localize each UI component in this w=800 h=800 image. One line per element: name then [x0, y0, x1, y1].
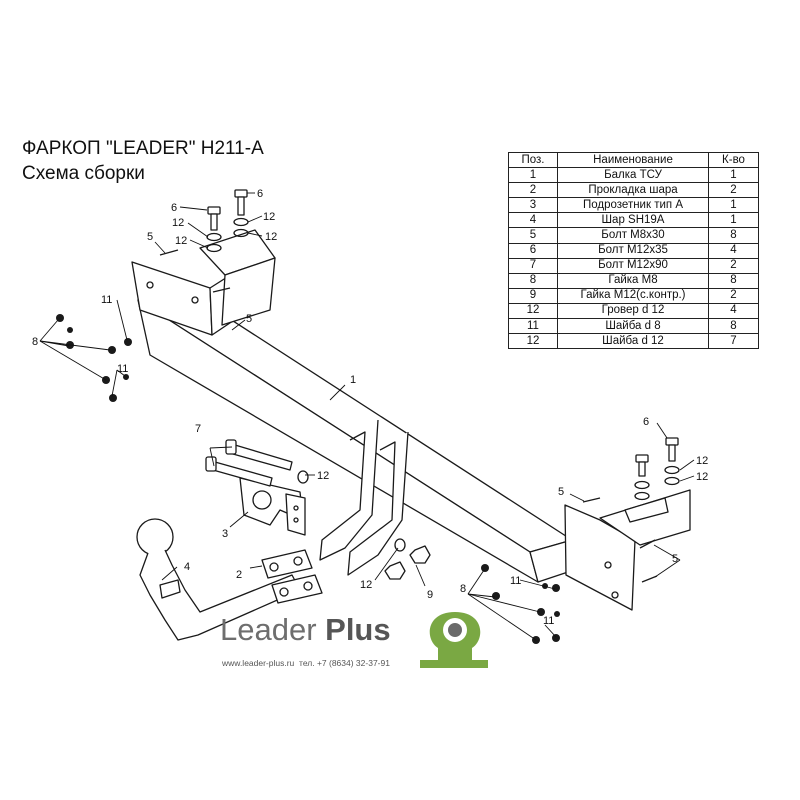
- socket-bracket-part: [239, 477, 306, 536]
- left-nut-group: [56, 314, 132, 402]
- label-washer-d12-a: 12: [172, 217, 184, 229]
- label-bolt-m12x35-b: 6: [257, 188, 263, 200]
- row-quantity: 7: [708, 333, 759, 350]
- label-nut-m8-right: 8: [460, 583, 466, 595]
- brand-logo-icon: [420, 612, 488, 668]
- label-bolt-m12x35-a: 6: [171, 202, 177, 214]
- row-name: Болт M12x90: [557, 257, 709, 274]
- brand-name-part1: Leader: [220, 612, 326, 647]
- label-ball: 4: [184, 561, 190, 573]
- label-beam: 1: [350, 374, 356, 386]
- row-name: Подрозетник тип A: [557, 197, 709, 214]
- brand-phone: тел. +7 (8634) 32-37-91: [299, 658, 390, 668]
- label-bolt-m8-a: 5: [147, 231, 153, 243]
- label-washer-d12-g: 12: [696, 455, 708, 467]
- label-bolt-m12x90: 7: [195, 423, 201, 435]
- label-socket-bracket: 3: [222, 528, 228, 540]
- label-bolt-m8-b: 5: [246, 313, 252, 325]
- row-name: Гайка M8: [557, 272, 709, 289]
- m12-nuts-part: [297, 470, 431, 580]
- label-washer-d8-c: 11: [510, 575, 521, 587]
- label-nut-m8-left: 8: [32, 336, 38, 348]
- label-washer-d12-d: 12: [265, 231, 277, 243]
- callout-labels: 1 2 3 4 5 5 5 5 6 6 6 7 8 8 9 11 11 11 1…: [32, 188, 708, 627]
- label-spacer: 2: [236, 569, 242, 581]
- right-fasteners-part: [634, 437, 680, 501]
- m8-bolts-part: [159, 249, 658, 583]
- brand-name: Leader Plus: [220, 612, 391, 648]
- label-washer-d12-b: 12: [175, 235, 187, 247]
- document-subtitle: Схема сборки: [22, 163, 145, 184]
- long-bolts-part: [205, 439, 293, 487]
- label-washer-d12-c: 12: [263, 211, 275, 223]
- label-bolt-m8-c: 5: [558, 486, 564, 498]
- beam-part: [131, 229, 691, 611]
- label-washer-d8-a: 11: [101, 294, 112, 306]
- document-title: ФАРКОП "LEADER" H211-A: [22, 138, 264, 159]
- brand-contacts: www.leader-plus.ru тел. +7 (8634) 32-37-…: [222, 658, 390, 668]
- brand-name-part2: Plus: [325, 612, 391, 647]
- row-name: Шайба d 8: [557, 318, 709, 335]
- label-nut-m12: 9: [427, 589, 433, 601]
- label-washer-d8-b: 11: [117, 363, 128, 375]
- spacers-part: [261, 549, 323, 604]
- top-fasteners-part: [206, 189, 249, 253]
- brand-website: www.leader-plus.ru: [222, 658, 295, 668]
- leader-lines: [39, 192, 695, 641]
- label-washer-d12-e: 12: [317, 470, 329, 482]
- label-washer-d8-d: 11: [543, 615, 554, 627]
- label-bolt-m8-d: 5: [672, 553, 678, 565]
- row-position: 12: [508, 333, 558, 350]
- label-bolt-m12x35-c: 6: [643, 416, 649, 428]
- label-washer-d12-f: 12: [360, 579, 372, 591]
- ball-part: [136, 518, 301, 641]
- label-washer-d12-h: 12: [696, 471, 708, 483]
- right-nut-group: [481, 564, 560, 644]
